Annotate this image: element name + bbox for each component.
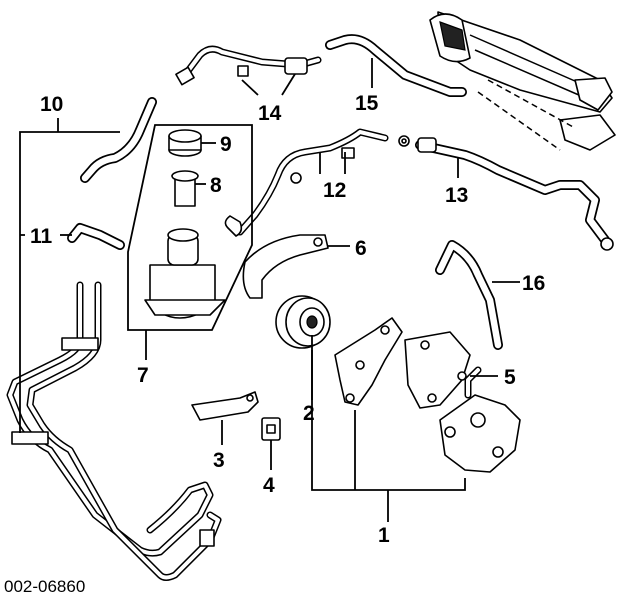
- callout-labels: 1 2 3 4 5 6 7 8 9 10 11 12 13 14 15 16 0…: [4, 92, 545, 596]
- reservoir-group-box: [127, 124, 253, 331]
- leader-lines: [19, 58, 520, 522]
- part-16-hose: [435, 240, 503, 350]
- callout-16: 16: [522, 272, 545, 295]
- callout-1: 1: [378, 524, 390, 547]
- steering-gear: [429, 11, 616, 151]
- callout-10: 10: [40, 93, 63, 116]
- pump-bracket-center: [334, 317, 403, 406]
- callout-12: 12: [323, 179, 346, 202]
- part-15-hose: [325, 34, 467, 97]
- part-9-cap: [168, 129, 202, 157]
- callout-3: 3: [213, 449, 225, 472]
- callout-9: 9: [220, 133, 232, 156]
- cooler-lines: [6, 281, 222, 581]
- callout-13: 13: [445, 184, 468, 207]
- part-3-bracket: [191, 391, 259, 421]
- part-13-line: [398, 135, 614, 251]
- part-5-bracket: [404, 331, 471, 409]
- callout-14: 14: [258, 102, 282, 125]
- part-14-hose: [175, 45, 322, 86]
- part-11-hose: [67, 223, 125, 250]
- part-8-filter: [171, 170, 199, 207]
- callout-15: 15: [355, 92, 379, 115]
- callout-2: 2: [303, 402, 315, 425]
- part-4-block: [261, 417, 281, 441]
- part-2-pulley: [275, 295, 331, 349]
- part-6-shield: [242, 234, 329, 299]
- callout-8: 8: [210, 174, 222, 197]
- part-10-hose: [80, 97, 157, 183]
- callout-4: 4: [263, 474, 275, 497]
- callout-6: 6: [355, 237, 367, 260]
- part-7-reservoir: [144, 228, 226, 319]
- callout-5: 5: [504, 366, 516, 389]
- part-12-hose: [224, 128, 389, 237]
- callout-7: 7: [137, 364, 149, 387]
- figure-code: 002-06860: [4, 577, 85, 596]
- callout-11: 11: [30, 225, 53, 248]
- part-1-pump: [439, 366, 521, 473]
